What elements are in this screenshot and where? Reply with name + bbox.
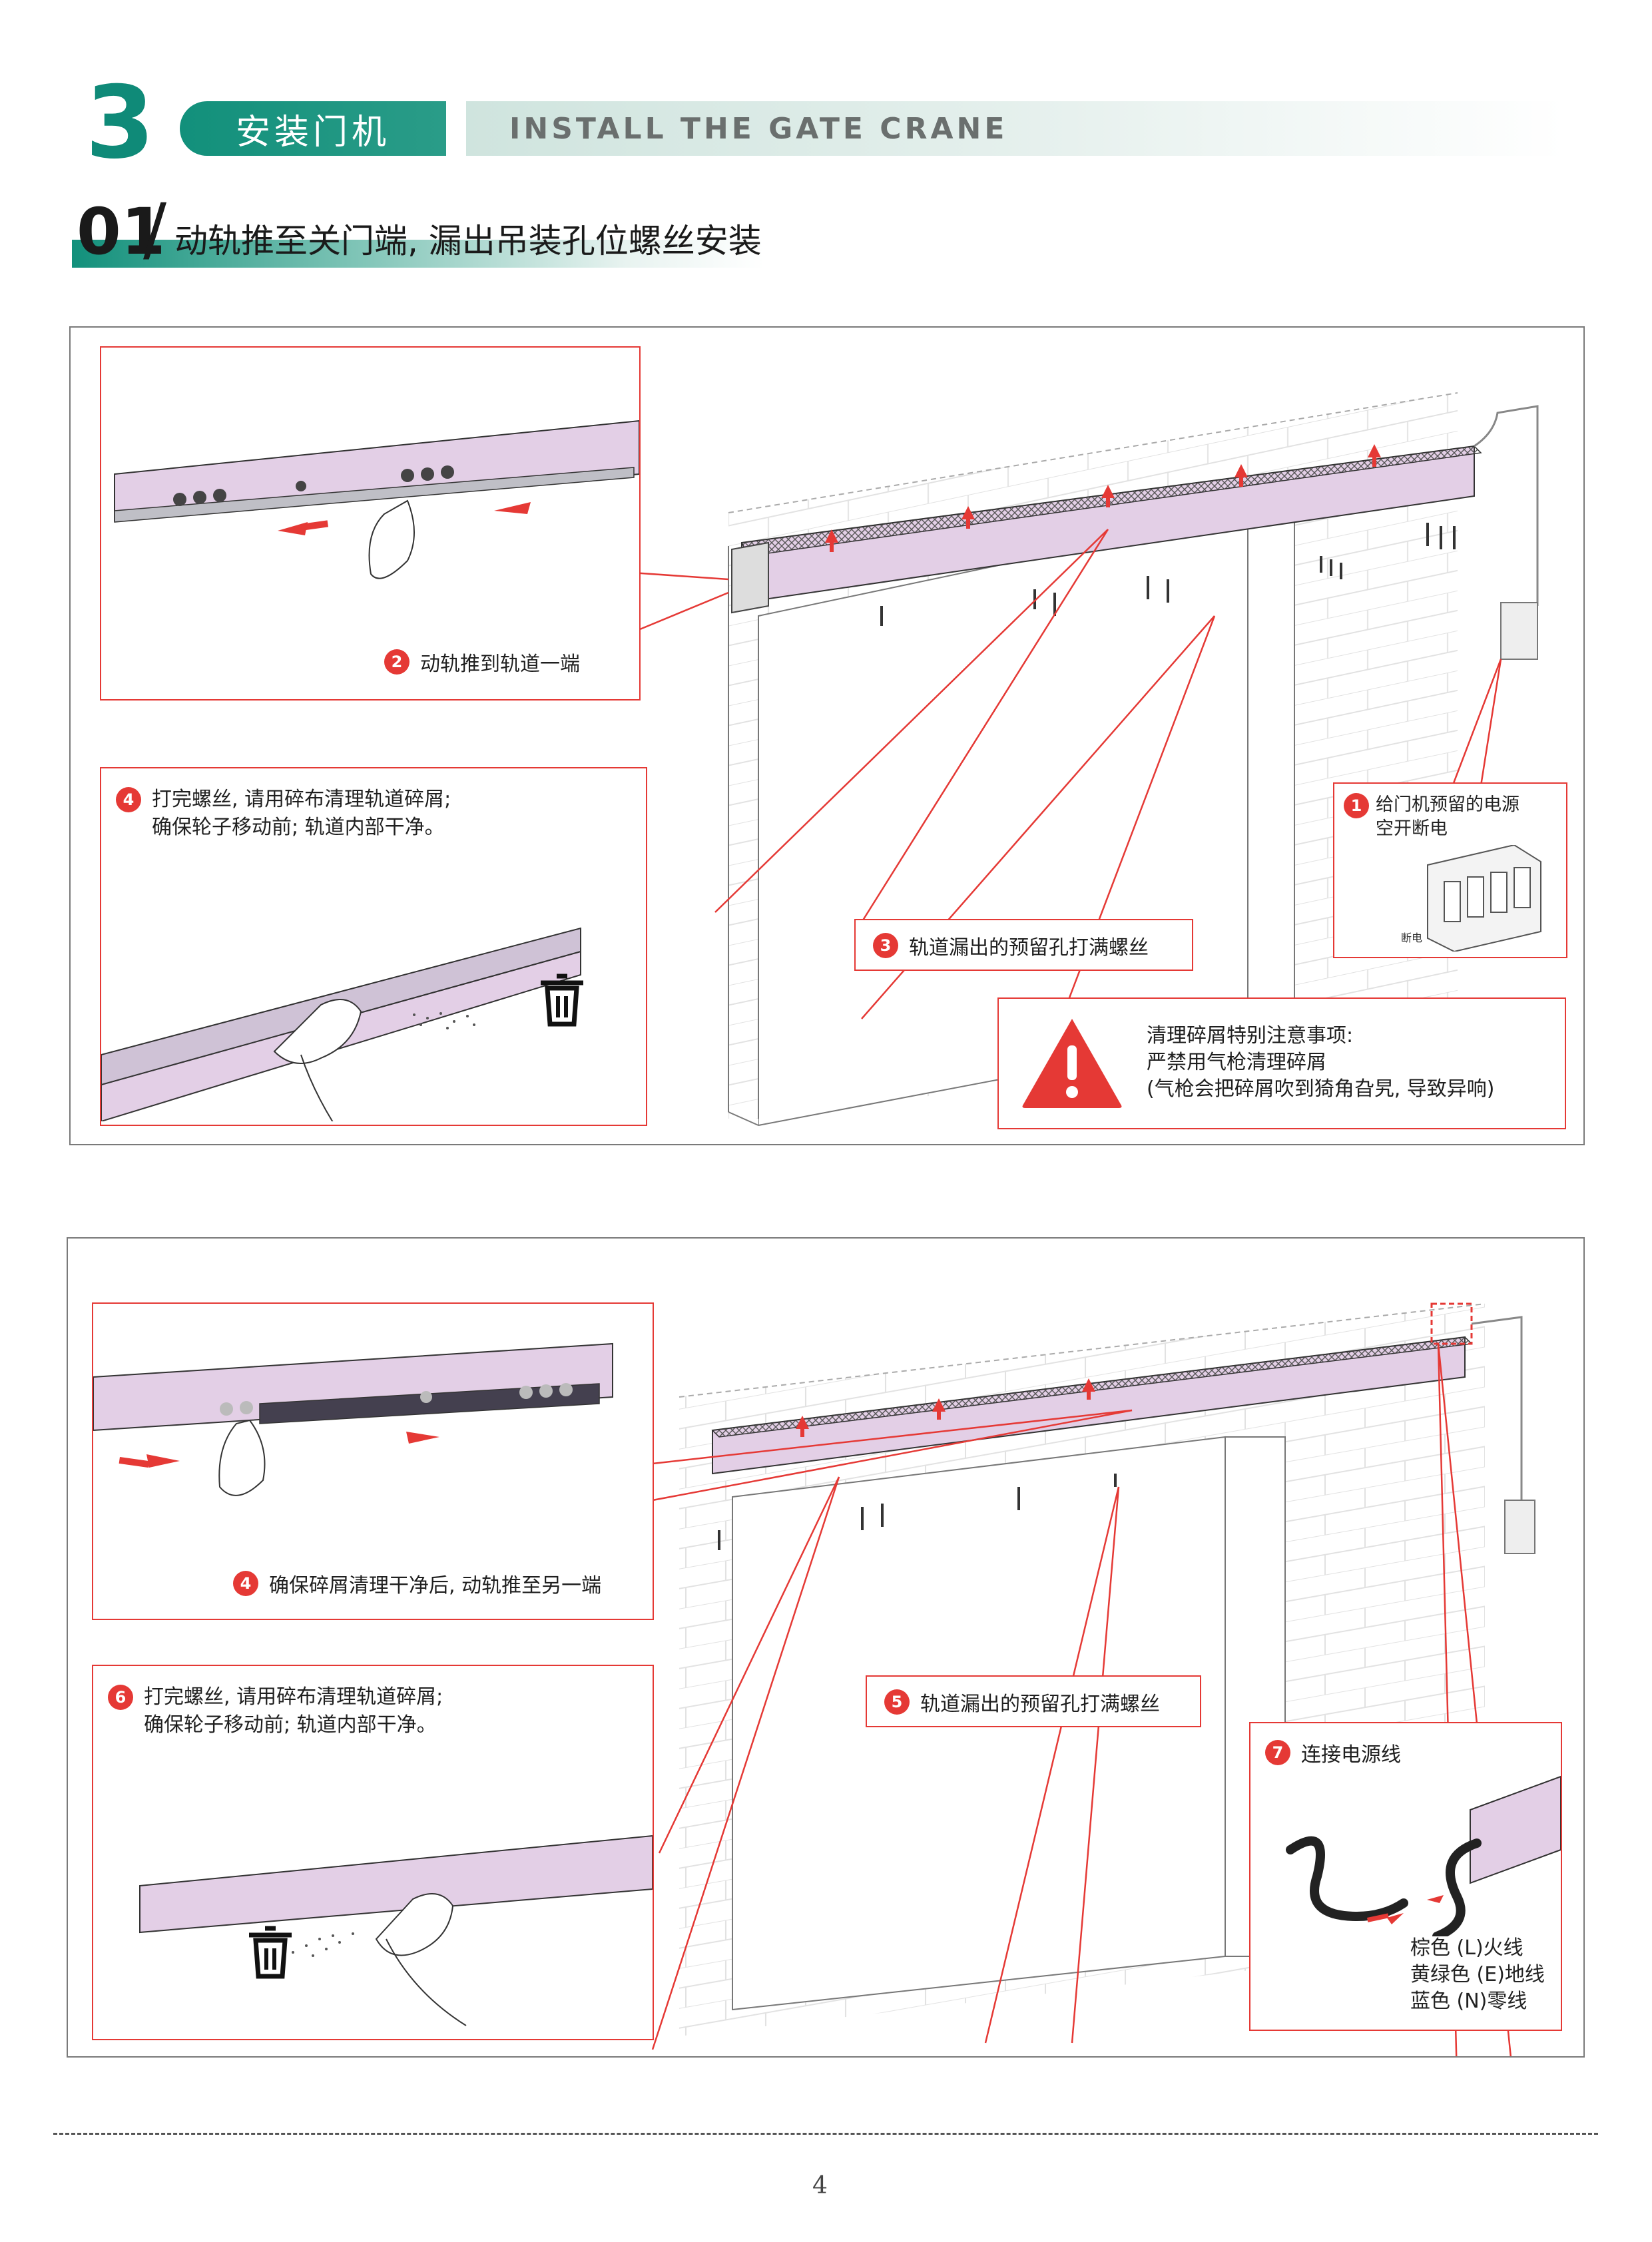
inset-caption-4b: 4 确保碎屑清理干净后, 动轨推至另一端 (233, 1569, 601, 1598)
step-badge: 6 (108, 1685, 133, 1710)
caption-text: 连接电源线 (1301, 1743, 1401, 1767)
step-slash: / (143, 188, 167, 270)
step-number: 01 (77, 194, 166, 269)
inset-power-off: 1 给门机预留的电源 空开断电 断电 (1333, 782, 1567, 958)
trash-icon (249, 1926, 292, 1979)
inset-connect-power: 7 连接电源线 棕色 (L)火线 黄绿色 (E)地线 蓝色 (N)零线 (1249, 1722, 1562, 2031)
wire-earth-label: 黄绿色 (E)地线 (1410, 1963, 1545, 1986)
circuit-breaker-icon (1427, 845, 1541, 952)
inset-caption-7: 7 连接电源线 (1265, 1738, 1401, 1767)
caption-line-2: 确保轮子移动前; 轨道内部干净。 (152, 816, 445, 839)
step-underline (72, 240, 764, 268)
callout-screws-3: 3 轨道漏出的预留孔打满螺丝 (854, 919, 1193, 971)
rail-push-illustration-2 (93, 1342, 613, 1496)
warning-box: 清理碎屑特别注意事项: 严禁用气枪清理碎屑 (气枪会把碎屑吹到猗角旮旯, 导致异… (997, 997, 1566, 1129)
callout-screws-5: 5 轨道漏出的预留孔打满螺丝 (866, 1675, 1201, 1727)
caption-text: 动轨推到轨道一端 (420, 653, 580, 676)
clean-rail-illustration-2 (139, 1834, 653, 2026)
page-number: 4 (812, 2172, 828, 2199)
inset-caption-6: 6 打完螺丝, 请用碎布清理轨道碎屑; 确保轮子移动前; 轨道内部干净。 (108, 1683, 443, 1739)
inset-caption-2: 2 动轨推到轨道一端 (384, 647, 580, 677)
caption-line-1: 打完螺丝, 请用碎布清理轨道碎屑; (144, 1685, 443, 1709)
caption-line-1: 给门机预留的电源 (1376, 794, 1519, 815)
wire-live-label: 棕色 (L)火线 (1410, 1936, 1523, 1960)
caption-line-2: 确保轮子移动前; 轨道内部干净。 (144, 1713, 437, 1737)
caption-line-1: 打完螺丝, 请用碎布清理轨道碎屑; (152, 788, 451, 811)
step-badge: 5 (884, 1689, 910, 1715)
rail-push-illustration (114, 420, 640, 579)
caption-line-2: 空开断电 (1376, 818, 1448, 839)
footer-divider (53, 2133, 1598, 2135)
warning-title: 清理碎屑特别注意事项: (1147, 1024, 1354, 1047)
caption-text: 轨道漏出的预留孔打满螺丝 (909, 936, 1149, 960)
step-title: 动轨推至关门端, 漏出吊装孔位螺丝安装 (174, 222, 762, 260)
section-number: 3 (85, 65, 155, 181)
step-badge: 1 (1344, 793, 1369, 818)
wire-neutral-label: 蓝色 (N)零线 (1410, 1990, 1527, 2013)
inset-clean-rail-2: 6 打完螺丝, 请用碎布清理轨道碎屑; 确保轮子移动前; 轨道内部干净。 (92, 1665, 654, 2040)
breaker-label: 断电 (1401, 932, 1423, 944)
inset-push-other-end: 4 确保碎屑清理干净后, 动轨推至另一端 (92, 1302, 654, 1620)
section-title-en: INSTALL THE GATE CRANE (509, 112, 1008, 146)
section-title-bar (466, 101, 1565, 156)
inset-caption-1: 1 给门机预留的电源 空开断电 (1344, 793, 1519, 841)
step-badge: 2 (384, 649, 410, 675)
inset-clean-rail: 4 打完螺丝, 请用碎布清理轨道碎屑; 确保轮子移动前; 轨道内部干净。 (100, 767, 647, 1126)
clean-rail-illustration (101, 927, 581, 1121)
warning-line-1: 严禁用气枪清理碎屑 (1147, 1051, 1326, 1074)
warning-triangle-icon (1022, 1019, 1122, 1108)
step-badge: 3 (873, 933, 898, 958)
caption-text: 确保碎屑清理干净后, 动轨推至另一端 (269, 1574, 602, 1597)
inset-caption-4: 4 打完螺丝, 请用碎布清理轨道碎屑; 确保轮子移动前; 轨道内部干净。 (116, 786, 451, 842)
step-badge: 7 (1265, 1740, 1290, 1765)
power-wire-illustration (1286, 1775, 1561, 1936)
caption-text: 轨道漏出的预留孔打满螺丝 (920, 1693, 1160, 1716)
step-badge: 4 (233, 1571, 258, 1596)
section-title-cn: 安装门机 (180, 101, 446, 156)
trash-icon (541, 974, 583, 1027)
step-badge: 4 (116, 787, 141, 812)
inset-push-rail: 2 动轨推到轨道一端 (100, 346, 641, 701)
warning-line-2: (气枪会把碎屑吹到猗角旮旯, 导致异响) (1147, 1077, 1495, 1101)
